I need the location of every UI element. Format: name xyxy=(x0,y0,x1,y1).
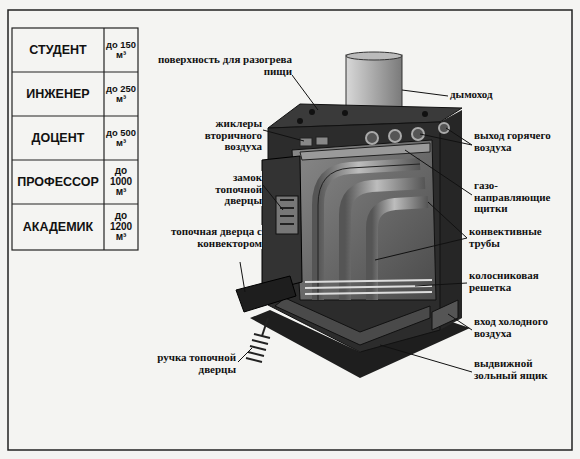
part-label: выход горячего воздуха xyxy=(474,130,554,153)
callout-text: колосниковая решетка xyxy=(469,269,539,293)
part-label: ручка топочной дверцы xyxy=(150,352,236,375)
cell-text: ПРОФЕССОР xyxy=(17,175,99,189)
cell-text: до 500 м³ xyxy=(106,127,136,148)
door-convector xyxy=(236,276,296,312)
callout-text: топочная дверца с конвектором xyxy=(171,225,262,249)
callout-text: ручка топочной дверцы xyxy=(157,351,236,375)
callout-text: поверхность для разогрева пищи xyxy=(158,53,292,77)
firebox-door xyxy=(262,156,302,292)
table-cell: до 500 м³ xyxy=(104,128,138,148)
door-lock xyxy=(276,196,298,234)
table-cell: до 150 м³ xyxy=(104,40,138,60)
frame xyxy=(8,10,572,450)
part-label: конвективные трубы xyxy=(469,226,559,249)
part-label: дымоход xyxy=(450,89,520,101)
part-label: выдвижной зольный ящик xyxy=(474,358,570,381)
table-cell: ПРОФЕССОР xyxy=(12,176,104,189)
callout-text: выдвижной зольный ящик xyxy=(474,357,548,381)
table-grid xyxy=(12,28,138,250)
part-label: вход холодного воздуха xyxy=(474,316,554,339)
part-label: колосниковая решетка xyxy=(469,270,561,293)
stove-side xyxy=(440,110,462,330)
table-cell: АКАДЕМИК xyxy=(12,221,104,234)
part-label: жиклеры вторичного воздуха xyxy=(190,118,262,153)
part-label: топочная дверца с конвектором xyxy=(160,226,262,249)
cell-text: ИНЖЕНЕР xyxy=(26,87,89,101)
hot-air-outlets xyxy=(366,123,449,144)
callout-text: вход холодного воздуха xyxy=(474,315,548,339)
cell-text: до 1000 м³ xyxy=(110,165,132,197)
table-cell: СТУДЕНТ xyxy=(12,44,104,57)
cell-text: до 250 м³ xyxy=(106,83,136,104)
cell-text: АКАДЕМИК xyxy=(23,220,93,234)
gas-guide xyxy=(300,143,430,160)
part-label: замок топочной дверцы xyxy=(190,172,262,207)
table-cell: ИНЖЕНЕР xyxy=(12,88,104,101)
callout-text: конвективные трубы xyxy=(469,225,542,249)
table-cell: ДОЦЕНТ xyxy=(12,132,104,145)
callout-text: жиклеры вторичного воздуха xyxy=(205,117,262,152)
grate xyxy=(305,280,432,294)
table-cell: до 250 м³ xyxy=(104,84,138,104)
table-cell: до 1000 м³ xyxy=(104,166,138,198)
callout-text: выход горячего воздуха xyxy=(474,129,551,153)
callout-text: замок топочной дверцы xyxy=(215,171,262,206)
ash-drawer xyxy=(275,298,430,345)
cell-text: до 150 м³ xyxy=(106,39,136,60)
firebox-cutaway xyxy=(292,140,436,300)
cell-text: ДОЦЕНТ xyxy=(32,131,85,145)
callout-text: дымоход xyxy=(450,88,493,100)
part-label: газо- направляющие щитки xyxy=(474,180,564,215)
part-label: поверхность для разогрева пищи xyxy=(142,54,292,77)
leader-lines xyxy=(238,75,472,372)
cell-text: до 1200 м³ xyxy=(110,210,132,242)
air-jets xyxy=(300,137,328,146)
door-handle xyxy=(246,318,270,362)
cell-text: СТУДЕНТ xyxy=(29,43,86,57)
table-cell: до 1200 м³ xyxy=(104,211,138,243)
callout-text: газо- направляющие щитки xyxy=(474,179,550,214)
cold-air-inlet xyxy=(432,300,458,330)
